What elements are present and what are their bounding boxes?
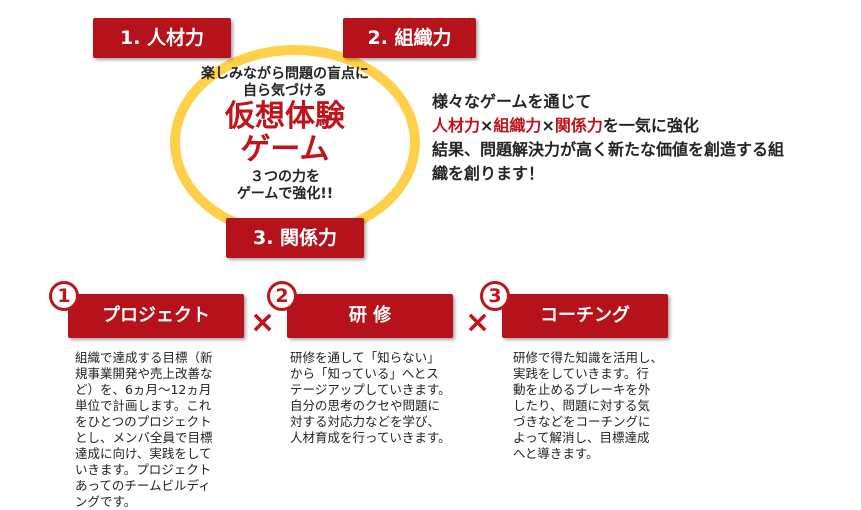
step1-desc-line: いきます。プロジェクト — [75, 462, 212, 477]
center-line4: ゲームで強化!! — [236, 186, 334, 202]
step2-desc-line: から「知っている」へとス — [290, 366, 439, 381]
step1-desc-line: 単位で計画します。これ — [75, 398, 212, 413]
step1-number: 1 — [49, 281, 79, 311]
step2-desc-line: 対する対応力などを学び、 — [290, 414, 441, 429]
term-soshiki: 組織力 — [493, 116, 542, 135]
step2-desc: 研修を通して「知らない」 から「知っている」へとス テージアップしていきます。 … — [290, 350, 480, 446]
step1-desc-line: あってのチームビルディ — [75, 478, 211, 493]
summary-line2: 人材力×組織力×関係力を一気に強化 — [432, 114, 852, 138]
term-sep1: × — [480, 116, 494, 135]
step2-desc-line: 人材育成を行っていきます。 — [290, 430, 451, 445]
step3-title: コーチング — [502, 294, 668, 338]
cross-icon: × — [465, 305, 491, 340]
summary-line1: 様々なゲームを通じて — [432, 92, 592, 111]
summary-line3: 結果、問題解決力が高く新たな価値を創造する組 — [432, 140, 785, 159]
summary-line4: 織を創ります！ — [432, 164, 545, 183]
term-jinzai: 人材力 — [432, 116, 481, 135]
step3-desc: 研修で得た知識を活用し、 実践をしていきます。行 動を止めるブレーキを外 したり… — [513, 350, 688, 462]
step3-desc-line: づきなどをコーチングに — [513, 414, 651, 429]
summary-tail: を一気に強化 — [602, 116, 699, 135]
step3-desc-line: よって解消し、目標達成 — [513, 430, 650, 445]
step1-title: プロジェクト — [68, 294, 244, 338]
step1-desc-line: ど）を、6ヵ月〜12ヵ月 — [75, 382, 212, 397]
step3-desc-line: 実践をしていきます。行 — [513, 366, 649, 381]
center-big1: 仮想体験 — [225, 99, 345, 134]
step1-desc-line: をひとつのプロジェクト — [75, 414, 212, 429]
step1-desc-line: 規事業開発や売上改善な — [75, 366, 213, 381]
step1-desc-line: ングです。 — [75, 494, 137, 509]
cross-icon: × — [250, 305, 276, 340]
step3-desc-line: したり、問題に対する気 — [513, 398, 651, 413]
summary-text: 様々なゲームを通じて 人材力×組織力×関係力を一気に強化 結果、問題解決力が高く… — [432, 90, 852, 186]
step3-desc-line: 研修で得た知識を活用し、 — [513, 350, 664, 365]
step2-desc-line: 自分の思考のクセや問題に — [290, 398, 441, 413]
term-sep2: × — [541, 116, 555, 135]
step1-desc-line: 達成に向け、実践をして — [75, 446, 212, 461]
center-big2: ゲーム — [240, 132, 330, 167]
step2-desc-line: 研修を通して「知らない」 — [290, 350, 440, 365]
step3-desc-line: へと導きます。 — [513, 446, 599, 461]
center-line1: 楽しみながら問題の盲点に — [201, 66, 369, 82]
badge-jinzai: 1. 人材力 — [93, 18, 231, 58]
step1-desc-line: とし、メンバ全員で目標 — [75, 430, 213, 445]
step3-desc-line: 動を止めるブレーキを外 — [513, 382, 651, 397]
center-line2: 自ら気づける — [243, 83, 327, 99]
step2-number: 2 — [267, 281, 297, 311]
step1-desc: 組織で達成する目標（新 規事業開発や売上改善な ど）を、6ヵ月〜12ヵ月 単位で… — [75, 350, 245, 510]
center-text: 楽しみながら問題の盲点に 自ら気づける 仮想体験 ゲーム ３つの力を ゲームで強… — [185, 66, 385, 203]
step2-desc-line: テージアップしていきます。 — [290, 382, 451, 397]
step1-desc-line: 組織で達成する目標（新 — [75, 350, 213, 365]
center-line3: ３つの力を — [250, 169, 320, 185]
step3-number: 3 — [480, 281, 510, 311]
badge-soshiki: 2. 組織力 — [343, 18, 476, 58]
term-kankei: 関係力 — [554, 116, 603, 135]
step2-title: 研 修 — [287, 294, 453, 338]
badge-kankei: 3. 関係力 — [226, 218, 364, 258]
